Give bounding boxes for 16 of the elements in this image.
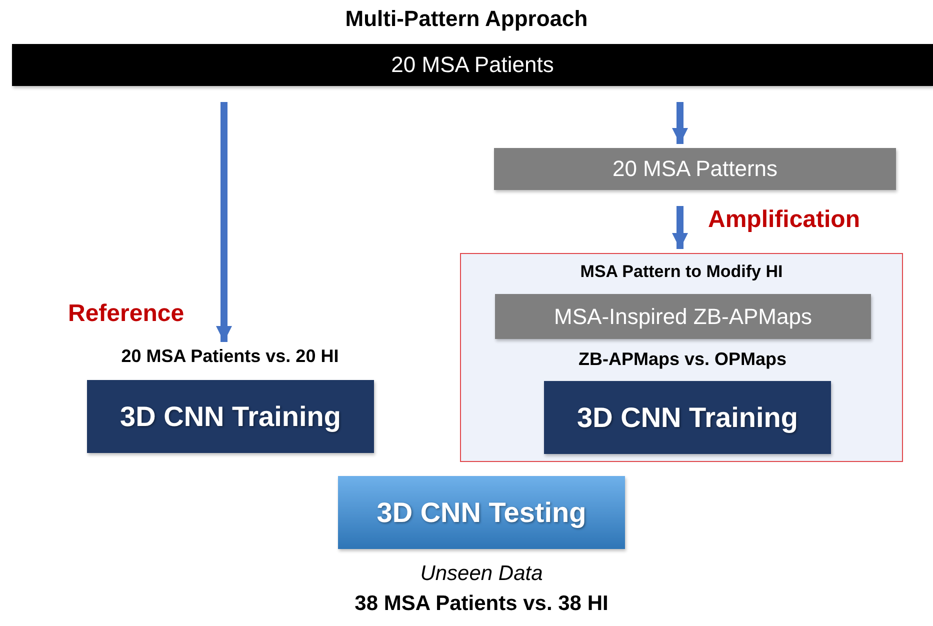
process-box: 20 MSA Patterns (494, 148, 896, 190)
group-heading: MSA Pattern to Modify HI (579, 262, 784, 282)
process-box: MSA-Inspired ZB-APMaps (495, 294, 871, 339)
arrow (672, 206, 688, 249)
title: Multi-Pattern Approach (344, 6, 589, 32)
caption-text: 20 MSA Patients vs. 20 HI (120, 346, 340, 367)
process-box: 3D CNN Training (87, 380, 374, 453)
arrow (216, 102, 232, 342)
group-frame (460, 253, 903, 462)
process-box: 3D CNN Testing (338, 476, 625, 549)
arrow (672, 102, 688, 144)
header-bar: 20 MSA Patients (12, 44, 933, 86)
caption-text: Unseen Data (419, 562, 544, 586)
caption-text: ZB-APMaps vs. OPMaps (577, 349, 788, 370)
caption-text: 38 MSA Patients vs. 38 HI (354, 592, 610, 616)
process-box: 3D CNN Training (544, 381, 831, 454)
